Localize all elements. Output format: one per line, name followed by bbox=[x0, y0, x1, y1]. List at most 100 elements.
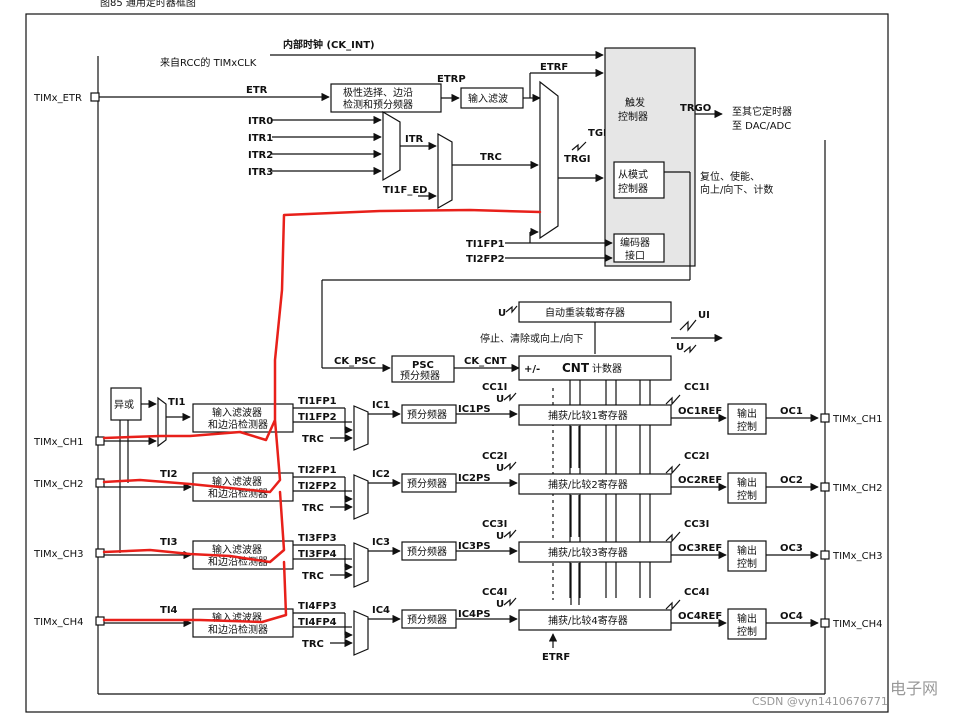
input-pin-4 bbox=[95, 616, 105, 626]
trc-label-top: TRC bbox=[480, 152, 502, 163]
outctl-line2: 控制 bbox=[737, 625, 757, 638]
psc-sub-label: 预分频器 bbox=[400, 369, 440, 382]
slave-actions-2: 向上/向下、计数 bbox=[700, 183, 773, 196]
ic-mux-4 bbox=[353, 610, 369, 656]
ccr-3 bbox=[518, 541, 672, 563]
ic-mux-2 bbox=[353, 474, 369, 520]
input-pin-label-3: TIMx_CH3 bbox=[33, 549, 83, 560]
output-pin-label-3: TIMx_CH3 bbox=[832, 551, 882, 562]
input-filter-line2: 和边沿检测器 bbox=[208, 418, 268, 431]
u-ch-2: U bbox=[496, 463, 504, 474]
ti2fp2-enc-label: TI2FP2 bbox=[466, 254, 505, 265]
outctl-line1: 输出 bbox=[737, 407, 757, 420]
outer-frame bbox=[25, 13, 889, 713]
ti-label-3: TI3 bbox=[160, 537, 178, 548]
output-control-3 bbox=[727, 540, 767, 572]
trgo-label: TRGO bbox=[680, 103, 711, 114]
ic-mux-3 bbox=[353, 542, 369, 588]
polarity-block bbox=[330, 83, 442, 113]
ccr-label-4: 捕获/比较4寄存器 bbox=[548, 614, 628, 627]
trc-2: TRC bbox=[302, 503, 324, 514]
etr-label: ETR bbox=[246, 85, 268, 96]
watermark-site: 电子网 bbox=[890, 679, 938, 698]
autoreload-label: 自动重装载寄存器 bbox=[545, 306, 625, 319]
input-pin-label-1: TIMx_CH1 bbox=[33, 437, 83, 448]
output-pin-4 bbox=[820, 618, 830, 628]
output-control-1 bbox=[727, 403, 767, 435]
input-filter-line2: 和边沿检测器 bbox=[208, 623, 268, 636]
outctl-line1: 输出 bbox=[737, 476, 757, 489]
ti1-label: TI1 bbox=[168, 397, 186, 408]
ti-label-4: TI4 bbox=[160, 605, 178, 616]
red-highlight-path bbox=[102, 208, 542, 624]
itr-input-2: ITR2 bbox=[248, 150, 273, 161]
etrp-label: ETRP bbox=[437, 74, 466, 85]
ccr-1 bbox=[518, 404, 672, 426]
input-filter-line1: 输入滤波器 bbox=[212, 475, 262, 488]
trc-3: TRC bbox=[302, 571, 324, 582]
ic-label-2: IC2 bbox=[372, 469, 390, 480]
ck-int-label: 内部时钟 (CK_INT) bbox=[283, 38, 375, 51]
fp-a-1: TI1FP1 bbox=[298, 396, 337, 407]
ocref-4: OC4REF bbox=[678, 611, 722, 622]
cnt-counter bbox=[518, 355, 672, 381]
outctl-line2: 控制 bbox=[737, 420, 757, 433]
ic-prescaler-label: 预分频器 bbox=[407, 477, 447, 490]
ocref-3: OC3REF bbox=[678, 543, 722, 554]
ccif-2: CC2I bbox=[482, 451, 507, 462]
itr-label: ITR bbox=[405, 134, 424, 145]
ic-mux-1 bbox=[353, 405, 369, 451]
fp-a-4: TI4FP3 bbox=[298, 601, 337, 612]
oc-4: OC4 bbox=[780, 611, 803, 622]
encoder-label-2: 接口 bbox=[625, 249, 645, 262]
ti1-mux bbox=[157, 396, 167, 448]
ccif-4: CC4I bbox=[482, 587, 507, 598]
trigger-controller bbox=[604, 47, 696, 267]
ccint-4: CC4I bbox=[684, 587, 709, 598]
rcc-clk-label: 来自RCC的 TIMxCLK bbox=[160, 56, 257, 69]
ic-label-1: IC1 bbox=[372, 400, 390, 411]
output-pin-label-2: TIMx_CH2 bbox=[832, 483, 882, 494]
outctl-line2: 控制 bbox=[737, 489, 757, 502]
ccr-label-1: 捕获/比较1寄存器 bbox=[548, 409, 628, 422]
ocref-1: OC1REF bbox=[678, 406, 722, 417]
trigger-mux bbox=[539, 80, 559, 240]
psc-label: PSC bbox=[412, 360, 434, 371]
input-pin-3 bbox=[95, 548, 105, 558]
fp-b-2: TI2FP2 bbox=[298, 481, 337, 492]
tgi-label: TGI bbox=[588, 128, 607, 139]
trgi-label: TRGI bbox=[564, 154, 590, 165]
output-pin-1 bbox=[820, 413, 830, 423]
ccr-2 bbox=[518, 473, 672, 495]
ccint-1: CC1I bbox=[684, 382, 709, 393]
ccr-label-3: 捕获/比较3寄存器 bbox=[548, 546, 628, 559]
etrf-bottom-label: ETRF bbox=[542, 652, 570, 663]
ic-label-4: IC4 bbox=[372, 605, 390, 616]
slave-mode-controller bbox=[613, 161, 665, 199]
oc-2: OC2 bbox=[780, 475, 803, 486]
output-control-4 bbox=[727, 608, 767, 640]
figure-caption: 图85 通用定时器框图 bbox=[100, 0, 196, 9]
input-filter-line1: 输入滤波器 bbox=[212, 406, 262, 419]
input-pin-label-4: TIMx_CH4 bbox=[33, 617, 83, 628]
slave-actions-1: 复位、使能、 bbox=[700, 170, 760, 183]
ck-psc-label: CK_PSC bbox=[334, 356, 376, 367]
icps-4: IC4PS bbox=[458, 609, 491, 620]
ic-prescaler-label: 预分频器 bbox=[407, 408, 447, 421]
itr-inputs: ITR0 ITR1 ITR2 ITR3 bbox=[248, 116, 273, 178]
etr-pin-label: TIMx_ETR bbox=[33, 93, 82, 104]
to-dac-adc: 至 DAC/ADC bbox=[732, 120, 791, 132]
input-filter-line1: 输入滤波器 bbox=[212, 543, 262, 556]
ccr-4 bbox=[518, 609, 672, 631]
itr-input-0: ITR0 bbox=[248, 116, 273, 127]
etr-pin bbox=[90, 92, 100, 102]
encoder-label-1: 编码器 bbox=[620, 236, 650, 249]
fp-b-4: TI4FP4 bbox=[298, 617, 337, 628]
cnt-label: CNT bbox=[562, 361, 590, 375]
polarity-line2: 检测和预分频器 bbox=[343, 98, 413, 111]
oc-1: OC1 bbox=[780, 406, 803, 417]
icps-1: IC1PS bbox=[458, 404, 491, 415]
input-pin-2 bbox=[95, 478, 105, 488]
